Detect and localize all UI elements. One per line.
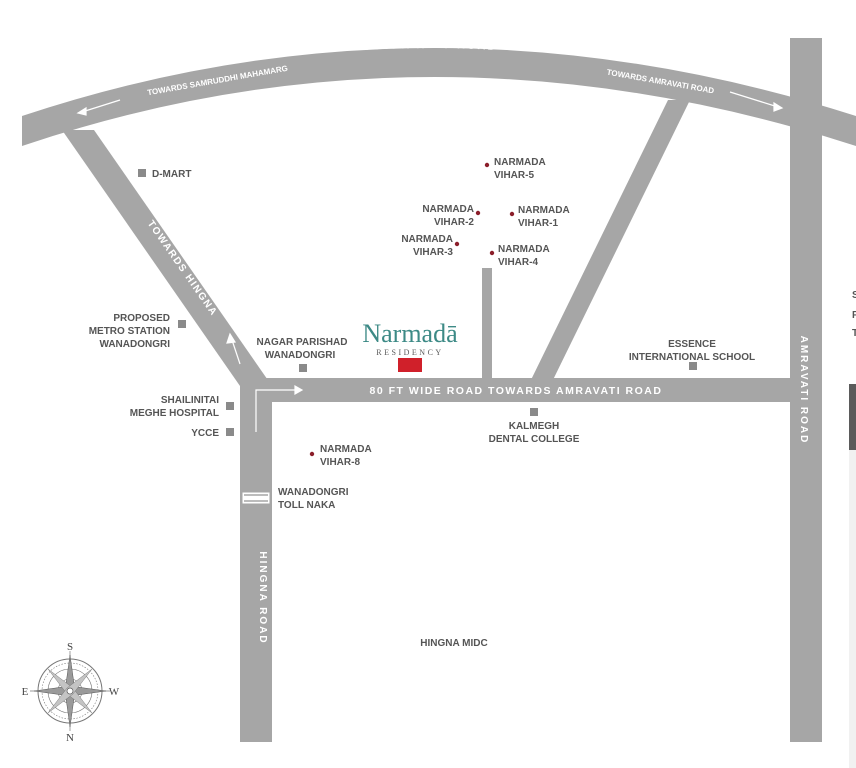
dmart-marker <box>138 169 146 177</box>
hingna-road-label: HINGNA ROAD <box>257 551 268 644</box>
outer-ring-road-label: OUTER RING ROAD <box>362 39 498 53</box>
project-name: Narmadā <box>362 319 458 348</box>
project-sub: RESIDENCY <box>376 348 443 357</box>
edge-text-c: T <box>852 328 856 339</box>
vihar-connector-road <box>482 268 492 380</box>
hospital-label-2: MEGHE HOSPITAL <box>130 408 219 419</box>
landmark-markers <box>138 169 697 436</box>
compass-n: N <box>66 732 74 744</box>
kalmegh-label-1: KALMEGH <box>509 421 560 432</box>
diagonal-road-right <box>528 100 690 386</box>
vihar-5-label-2: VIHAR-5 <box>494 170 534 181</box>
essence-label-2: INTERNATIONAL SCHOOL <box>629 352 755 363</box>
ycce-label: YCCE <box>191 428 219 439</box>
vihar-1-dot <box>509 211 515 217</box>
vihar-2-dot <box>475 210 481 216</box>
hospital-marker <box>226 402 234 410</box>
nagar-label-2: WANADONGRI <box>265 350 336 361</box>
vihar-8-dot <box>309 451 315 457</box>
direction-arrow-icon <box>76 91 784 432</box>
compass-s: S <box>67 641 73 653</box>
vihar-3-label-1: NARMADA <box>401 234 453 245</box>
vihar-1-label-2: VIHAR-1 <box>518 218 558 229</box>
vihar-1-label-1: NARMADA <box>518 205 570 216</box>
vihar-8-label-1: NARMADA <box>320 444 372 455</box>
edge-scrollbar-thumb <box>849 384 856 450</box>
nagar-parishad-marker <box>299 364 307 372</box>
edge-scrollbar-track <box>849 384 856 768</box>
road-80ft <box>240 378 822 402</box>
dmart-label: D-MART <box>152 169 191 180</box>
metro-label-1: PROPOSED <box>113 313 170 324</box>
road-80ft-label: 80 FT WIDE ROAD TOWARDS AMRAVATI ROAD <box>370 385 663 397</box>
toll-label-2: TOLL NAKA <box>278 500 335 511</box>
metro-label-3: WANADONGRI <box>99 339 170 350</box>
vihar-5-dot <box>484 162 490 168</box>
towards-hingna-road <box>62 130 272 386</box>
vihar-4-label-2: VIHAR-4 <box>498 257 538 268</box>
compass-rose-icon <box>30 651 110 731</box>
vihar-3-label-2: VIHAR-3 <box>413 247 453 258</box>
essence-label-1: ESSENCE <box>668 339 716 350</box>
hingna-road <box>240 378 272 742</box>
vihar-5-label-1: NARMADA <box>494 157 546 168</box>
toll-naka-icon <box>241 491 271 505</box>
metro-marker <box>178 320 186 328</box>
amravati-road-label: AMRAVATI ROAD <box>798 336 809 445</box>
midc-label: HINGNA MIDC <box>420 638 487 649</box>
towards-hingna-label: TOWARDS HINGNA <box>145 219 219 319</box>
edge-text-a: S <box>852 290 856 301</box>
metro-label-2: METRO STATION <box>89 326 170 337</box>
kalmegh-marker <box>530 408 538 416</box>
vihar-2-label-1: NARMADA <box>422 204 474 215</box>
edge-text-b: F <box>852 310 856 321</box>
ycce-marker <box>226 428 234 436</box>
kalmegh-label-2: DENTAL COLLEGE <box>489 434 580 445</box>
essence-marker <box>689 362 697 370</box>
outer-ring-road <box>22 48 856 146</box>
vihar-2-label-2: VIHAR-2 <box>434 217 474 228</box>
project-location-marker <box>398 358 422 372</box>
toll-label-1: WANADONGRI <box>278 487 349 498</box>
hospital-label-1: SHAILINITAI <box>161 395 219 406</box>
vihar-4-dot <box>489 250 495 256</box>
vihar-dots <box>309 162 515 457</box>
nagar-label-1: NAGAR PARISHAD <box>257 337 348 348</box>
vihar-4-label-1: NARMADA <box>498 244 550 255</box>
vihar-8-label-2: VIHAR-8 <box>320 457 360 468</box>
compass-e: E <box>22 686 29 698</box>
compass-w: W <box>109 686 120 698</box>
vihar-3-dot <box>454 241 460 247</box>
